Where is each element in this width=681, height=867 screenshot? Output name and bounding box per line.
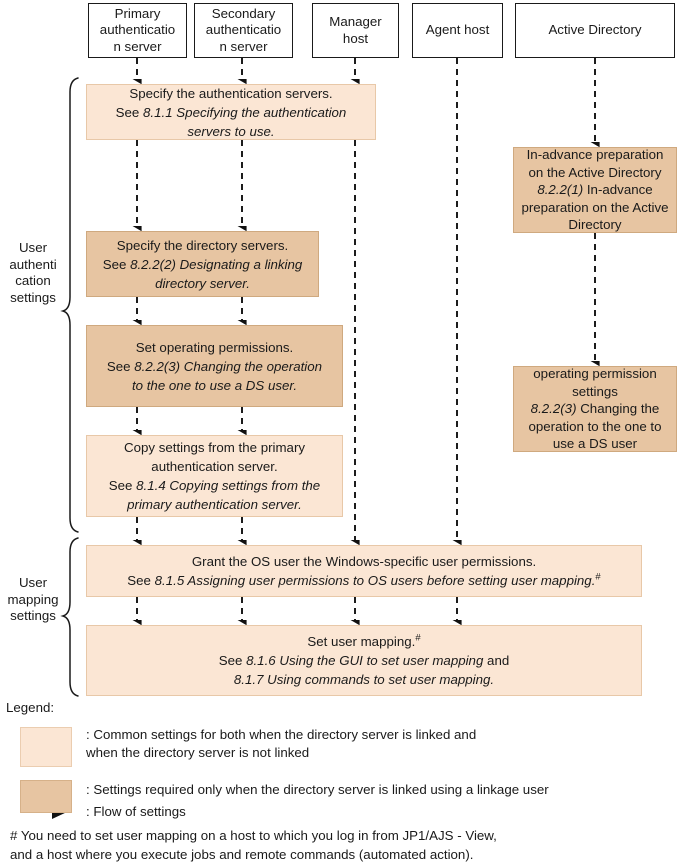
step-line-1: Set operating permissions.: [135, 339, 294, 355]
lane-label: Manager host: [329, 14, 382, 46]
step-specify-directory-servers[interactable]: Specify the directory servers. See 8.2.2…: [86, 231, 319, 297]
group-label-user-authentication-settings: User authenti cation settings: [2, 240, 64, 306]
step-line-2-reference: 8.2.2(3) Changing the operation: [134, 358, 323, 374]
step-line-2-reference: 8.1.6 Using the GUI to set user mapping: [246, 653, 484, 668]
step-line-4: operation to the one to: [528, 418, 662, 434]
step-line-3-reference: to the one to use a DS user.: [131, 377, 298, 393]
step-line-1: operating permission: [533, 366, 657, 382]
step-line-2-prefix: See: [127, 573, 155, 588]
step-line-4: preparation on the Active: [521, 199, 669, 215]
step-line-2-reference: 8.2.2(2) Designating a linking: [130, 256, 303, 272]
step-line-2-prefix: See: [115, 104, 144, 120]
step-set-user-mapping[interactable]: Set user mapping.# See 8.1.6 Using the G…: [86, 625, 642, 696]
step-in-advance-preparation-active-directory[interactable]: In-advance preparation on the Active Dir…: [513, 147, 677, 233]
step-line-2: on the Active Directory: [528, 164, 662, 180]
step-line-2-reference: 8.1.5 Assigning user permissions to OS u…: [154, 573, 596, 588]
lane-label: Secondary authenticatio n server: [205, 5, 282, 54]
legend-text-linked-settings: : Settings required only when the direct…: [86, 782, 549, 797]
step-line-2-suffix: and: [483, 653, 510, 668]
brace-user-mapping-settings: [60, 537, 79, 697]
step-line-3-reference: 8.2.2(1): [537, 182, 584, 198]
group-label-user-mapping-settings: User mapping settings: [2, 575, 64, 625]
lane-label: Primary authenticatio n server: [99, 5, 176, 54]
lane-manager-host[interactable]: Manager host: [312, 3, 399, 58]
step-line-2-reference: 8.1.1 Specifying the authentication serv…: [143, 104, 347, 139]
step-line-3-rest: Changing the: [576, 401, 660, 417]
step-line-5: Directory: [568, 217, 622, 233]
step-line-2-prefix: See: [218, 653, 247, 668]
legend-text-common-settings: : Common settings for both when the dire…: [86, 727, 477, 760]
step-line-1: Specify the directory servers.: [116, 237, 289, 253]
step-line-3-prefix: See: [108, 478, 137, 493]
step-grant-os-user-windows-permissions[interactable]: Grant the OS user the Windows-specific u…: [86, 545, 642, 597]
step-line-2-prefix: See: [102, 256, 131, 272]
group-label-text: User mapping settings: [7, 575, 59, 623]
step-line-2: settings: [572, 383, 618, 399]
brace-user-authentication-settings: [60, 77, 79, 533]
step-line-1: Grant the OS user the Windows-specific u…: [191, 554, 537, 569]
step-line-5: use a DS user: [552, 436, 638, 452]
lane-active-directory[interactable]: Active Directory: [515, 3, 675, 58]
step-line-1: Copy settings from the primary: [123, 440, 306, 455]
step-line-4-reference: primary authentication server.: [127, 497, 302, 512]
step-set-operating-permissions[interactable]: Set operating permissions. See 8.2.2(3) …: [86, 325, 343, 407]
step-line-3-reference: 8.1.4 Copying settings from the: [136, 478, 321, 493]
lane-secondary-authentication-server[interactable]: Secondary authenticatio n server: [194, 3, 293, 58]
step-line-3-reference: 8.1.7 Using commands to set user mapping…: [233, 672, 495, 687]
step-line-3-rest: In-advance: [583, 182, 653, 198]
lane-label: Active Directory: [548, 22, 642, 38]
lane-agent-host[interactable]: Agent host: [412, 3, 503, 58]
step-copy-settings-from-primary-authentication-server[interactable]: Copy settings from the primary authentic…: [86, 435, 343, 517]
step-specify-authentication-servers[interactable]: Specify the authentication servers. See …: [86, 84, 376, 140]
step-line-2-prefix: See: [106, 358, 135, 374]
step-line-3-reference: directory server.: [155, 275, 250, 291]
legend-swatch-linked-settings: [20, 780, 72, 813]
step-line-1: Set user mapping.: [307, 634, 416, 649]
legend-title: Legend:: [6, 700, 55, 715]
step-operating-permission-settings[interactable]: operating permission settings 8.2.2(3) C…: [513, 366, 677, 452]
step-line-1: Specify the authentication servers.: [129, 85, 333, 101]
lane-label: Agent host: [425, 22, 490, 38]
lane-primary-authentication-server[interactable]: Primary authenticatio n server: [88, 3, 187, 58]
legend-text-flow-of-settings: : Flow of settings: [86, 804, 186, 819]
step-line-3-reference: 8.2.2(3): [530, 401, 577, 417]
group-label-text: User authenti cation settings: [9, 240, 57, 305]
step-line-2: authentication server.: [151, 459, 278, 474]
legend-footnote: # You need to set user mapping on a host…: [10, 828, 497, 862]
step-line-1: In-advance preparation: [526, 147, 664, 163]
footnote-marker: #: [415, 632, 421, 644]
legend-swatch-common-settings: [20, 727, 72, 767]
footnote-marker: #: [595, 571, 601, 583]
